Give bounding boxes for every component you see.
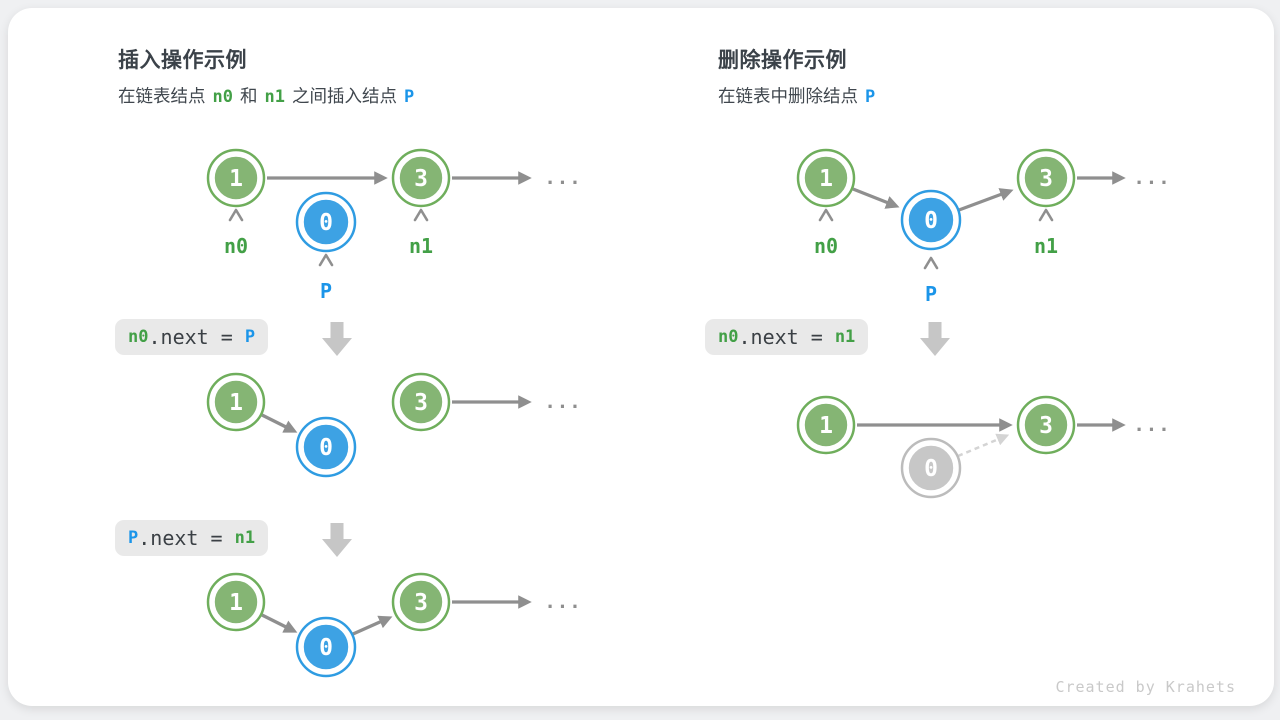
code-lhs: n0 [718, 327, 739, 347]
pointer-caret-n0 [228, 208, 244, 222]
code-mid: .next = [738, 325, 835, 349]
token-p: P [403, 87, 415, 107]
edge-1-to-p [852, 187, 900, 209]
code-box-delete-step1: n0.next = n1 [705, 319, 869, 355]
credit-text: Created by Krahets [1055, 678, 1236, 696]
svg-text:1: 1 [229, 390, 243, 416]
node-p: 0 [900, 189, 962, 251]
code-rhs: P [244, 327, 256, 347]
insert-section-title: 插入操作示例 [118, 49, 247, 72]
svg-text:3: 3 [414, 166, 428, 192]
code-box-insert-step1: n0.next = P [115, 319, 269, 355]
node-1: 1 [796, 148, 856, 208]
pointer-caret-n1 [1038, 208, 1054, 222]
node-1: 1 [796, 395, 856, 455]
pointer-caret-p [318, 253, 334, 267]
ellipsis: ... [544, 591, 581, 613]
node-3: 3 [391, 372, 451, 432]
ellipsis: ... [544, 391, 581, 413]
label-n1: n1 [1034, 234, 1058, 258]
svg-text:3: 3 [1039, 413, 1053, 439]
code-rhs: n1 [234, 528, 256, 548]
node-1: 1 [206, 148, 266, 208]
label-p: P [320, 279, 332, 303]
edge-removed-p-to-3-dashed [957, 433, 1010, 458]
node-p: 0 [295, 416, 357, 478]
edge-p-to-3 [958, 188, 1014, 212]
svg-text:0: 0 [319, 435, 333, 461]
code-lhs: P [128, 528, 139, 548]
svg-text:0: 0 [924, 208, 938, 234]
svg-text:1: 1 [229, 166, 243, 192]
node-p: 0 [295, 616, 357, 678]
delete-section-title: 删除操作示例 [718, 49, 847, 72]
token-n0: n0 [212, 87, 233, 107]
label-p: P [925, 282, 937, 306]
node-3: 3 [1016, 148, 1076, 208]
insert-subtitle-post: 之间插入结点 [291, 86, 397, 106]
svg-text:1: 1 [819, 166, 833, 192]
svg-text:0: 0 [319, 635, 333, 661]
token-p: P [865, 87, 876, 107]
node-p: 0 [295, 191, 357, 253]
node-3: 3 [391, 148, 451, 208]
code-rhs: n1 [834, 327, 856, 347]
delete-section-subtitle: 在链表中删除结点 P [718, 83, 882, 108]
ellipsis: ... [544, 167, 581, 189]
node-1: 1 [206, 372, 266, 432]
svg-text:3: 3 [414, 590, 428, 616]
insert-section-subtitle: 在链表结点 n0 和 n1 之间插入结点 P [118, 83, 421, 108]
label-n0: n0 [224, 234, 248, 258]
edge-1-to-p [261, 413, 298, 433]
code-mid: .next = [138, 526, 235, 550]
svg-text:3: 3 [414, 390, 428, 416]
node-1: 1 [206, 572, 266, 632]
edge-1-to-p [261, 613, 298, 633]
step-down-arrow [322, 523, 352, 557]
code-mid: .next = [148, 325, 245, 349]
node-3: 3 [391, 572, 451, 632]
svg-text:0: 0 [319, 210, 333, 236]
svg-text:1: 1 [229, 590, 243, 616]
ellipsis: ... [1133, 167, 1170, 189]
pointer-caret-p [923, 256, 939, 270]
edge-p-to-3 [352, 615, 393, 636]
pointer-caret-n1 [413, 208, 429, 222]
step-down-arrow [920, 322, 950, 356]
node-p-removed: 0 [900, 437, 962, 499]
insert-subtitle-pre: 在链表结点 [118, 86, 206, 106]
label-n0: n0 [814, 234, 838, 258]
code-lhs: n0 [128, 327, 149, 347]
label-n1: n1 [409, 234, 433, 258]
token-n1: n1 [264, 87, 285, 107]
svg-text:3: 3 [1039, 166, 1053, 192]
code-box-insert-step2: P.next = n1 [115, 520, 269, 556]
insert-subtitle-mid: 和 [239, 86, 258, 106]
delete-subtitle-pre: 在链表中删除结点 [718, 86, 858, 106]
pointer-caret-n0 [818, 208, 834, 222]
step-down-arrow [322, 322, 352, 356]
ellipsis: ... [1133, 414, 1170, 436]
svg-text:0: 0 [924, 456, 938, 482]
svg-text:1: 1 [819, 413, 833, 439]
node-3: 3 [1016, 395, 1076, 455]
